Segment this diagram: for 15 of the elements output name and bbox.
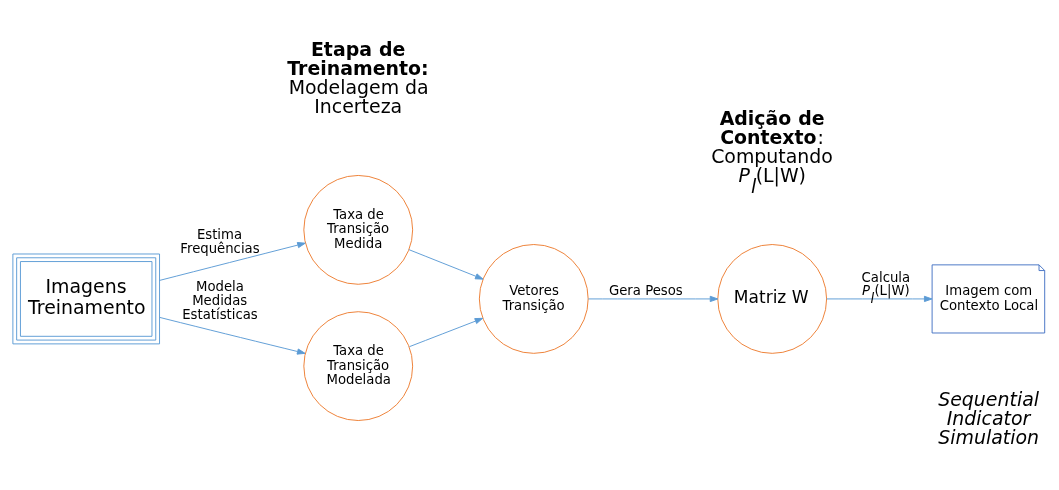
arrow	[587, 295, 719, 303]
label: Etapa de Treinamento: Modelagem da Incerteza	[287, 37, 429, 117]
arrow	[159, 242, 306, 281]
arrow	[826, 295, 933, 303]
edge-label: Estima Frequências	[180, 226, 260, 256]
arrow	[408, 249, 484, 280]
arrow	[408, 317, 484, 348]
edge-label: Gera Pesos	[608, 283, 683, 299]
node-circle: Matriz W	[717, 244, 828, 354]
node-circle: Vetores Transição	[478, 244, 589, 354]
arrow	[159, 316, 306, 355]
node-circle: Taxa de Transição Medida	[303, 175, 414, 285]
edge-label: Modela Medidas Estatísticas	[182, 278, 258, 322]
label: Sequential Indicator Simulation	[938, 387, 1039, 448]
node-circle: Taxa de Transição Modelada	[303, 311, 414, 421]
